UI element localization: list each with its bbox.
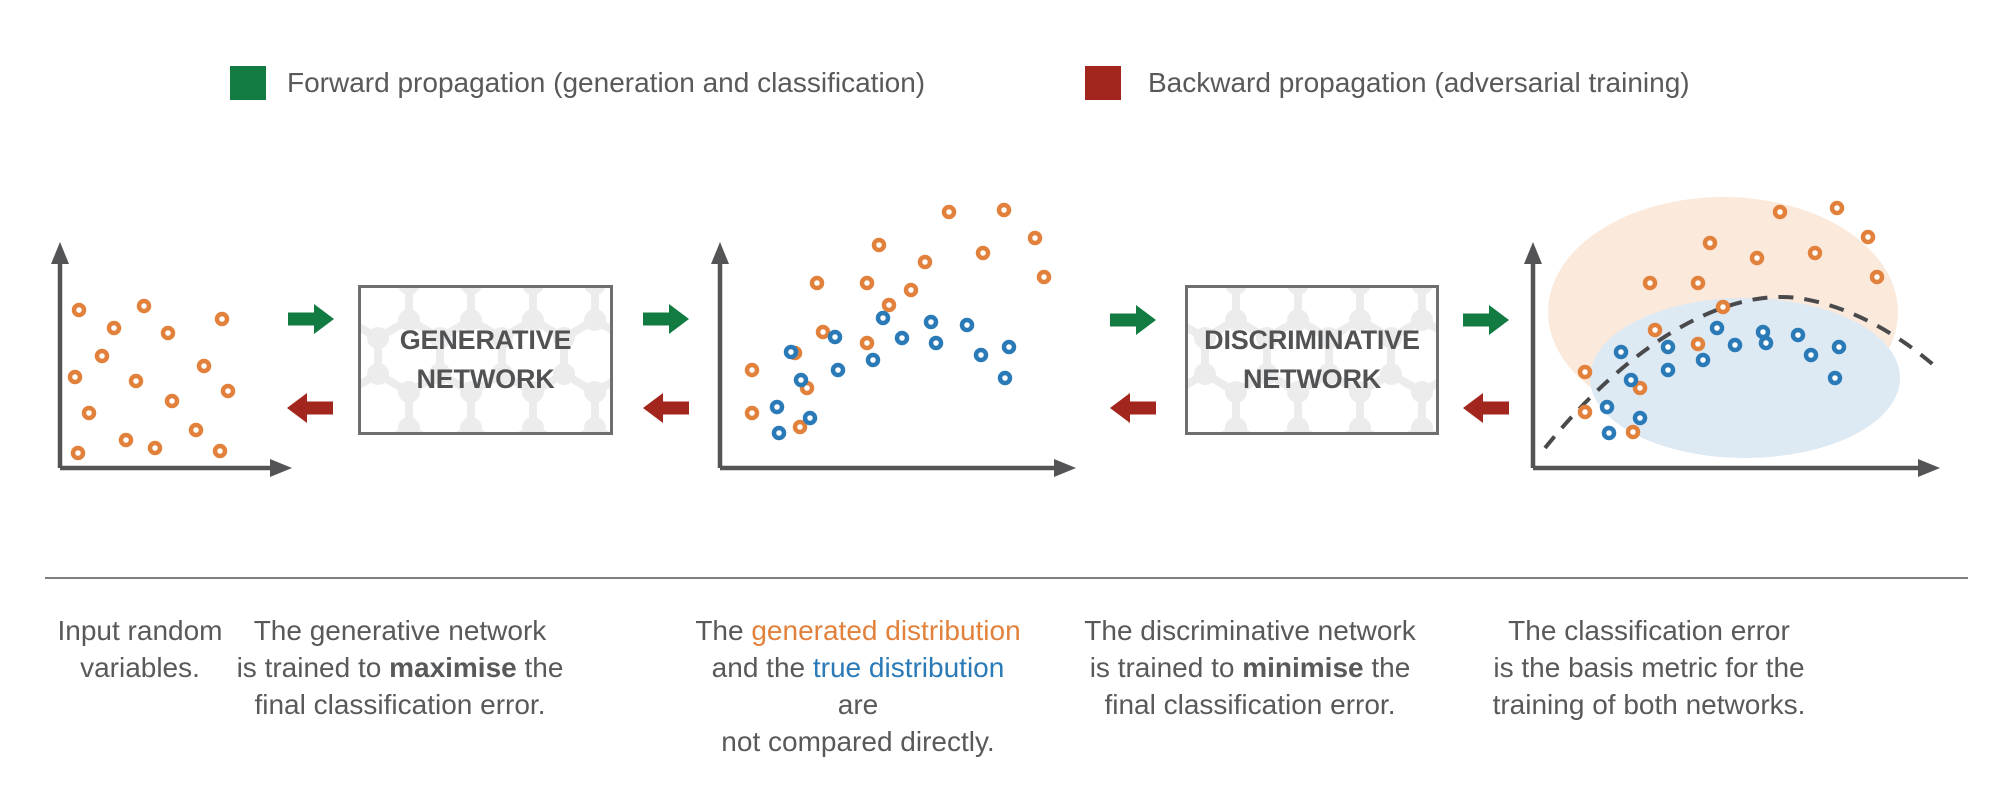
classification-result-plot — [1524, 197, 1940, 477]
backward-arrow-icon — [287, 393, 333, 423]
input-random-variables-plot — [51, 242, 292, 477]
generative-label-line1: GENERATIVE — [399, 325, 572, 355]
true-region-ellipse — [1590, 298, 1900, 458]
forward-arrow-icon — [1110, 305, 1156, 335]
backward-arrow-icon — [643, 393, 689, 423]
legend-backward-label: Backward propagation (adversarial traini… — [1148, 67, 1690, 98]
discriminative-label-line2: NETWORK — [1242, 364, 1382, 394]
network-pattern — [361, 288, 610, 432]
true-distribution-scatter — [1599, 320, 1847, 441]
legend-forward-label: Forward propagation (generation and clas… — [287, 67, 926, 98]
generated-distribution-scatter — [744, 202, 1052, 435]
forward-arrow-icon — [643, 304, 689, 334]
discriminative-network-label: DISCRIMINATIVE NETWORK — [1188, 288, 1436, 432]
forward-arrow-icon — [288, 304, 334, 334]
generated-distribution-scatter — [1577, 200, 1885, 440]
x-axis-arrow-icon — [1054, 459, 1076, 477]
forward-arrow-icon — [1463, 305, 1509, 335]
y-axis-arrow-icon — [1524, 242, 1542, 264]
y-axis-arrow-icon — [711, 242, 729, 264]
generative-network-box: GENERATIVE NETWORK — [358, 285, 613, 435]
random-input-scatter-orange — [67, 298, 236, 461]
network-pattern — [1188, 288, 1436, 432]
generative-network-label: GENERATIVE NETWORK — [361, 288, 610, 432]
backward-propagation-swatch-icon — [1085, 66, 1121, 100]
x-axis-arrow-icon — [1918, 459, 1940, 477]
backward-arrow-icon — [1110, 393, 1156, 423]
y-axis-arrow-icon — [51, 242, 69, 264]
discriminative-network-box: DISCRIMINATIVE NETWORK — [1185, 285, 1439, 435]
divider — [45, 577, 1968, 579]
forward-propagation-swatch-icon — [230, 66, 266, 100]
discriminative-label-line1: DISCRIMINATIVE — [1204, 325, 1420, 355]
x-axis-arrow-icon — [270, 459, 292, 477]
generated-vs-true-plot — [711, 202, 1076, 477]
generative-label-line2: NETWORK — [416, 364, 555, 394]
backward-arrow-icon — [1463, 393, 1509, 423]
true-distribution-scatter — [769, 310, 1017, 441]
